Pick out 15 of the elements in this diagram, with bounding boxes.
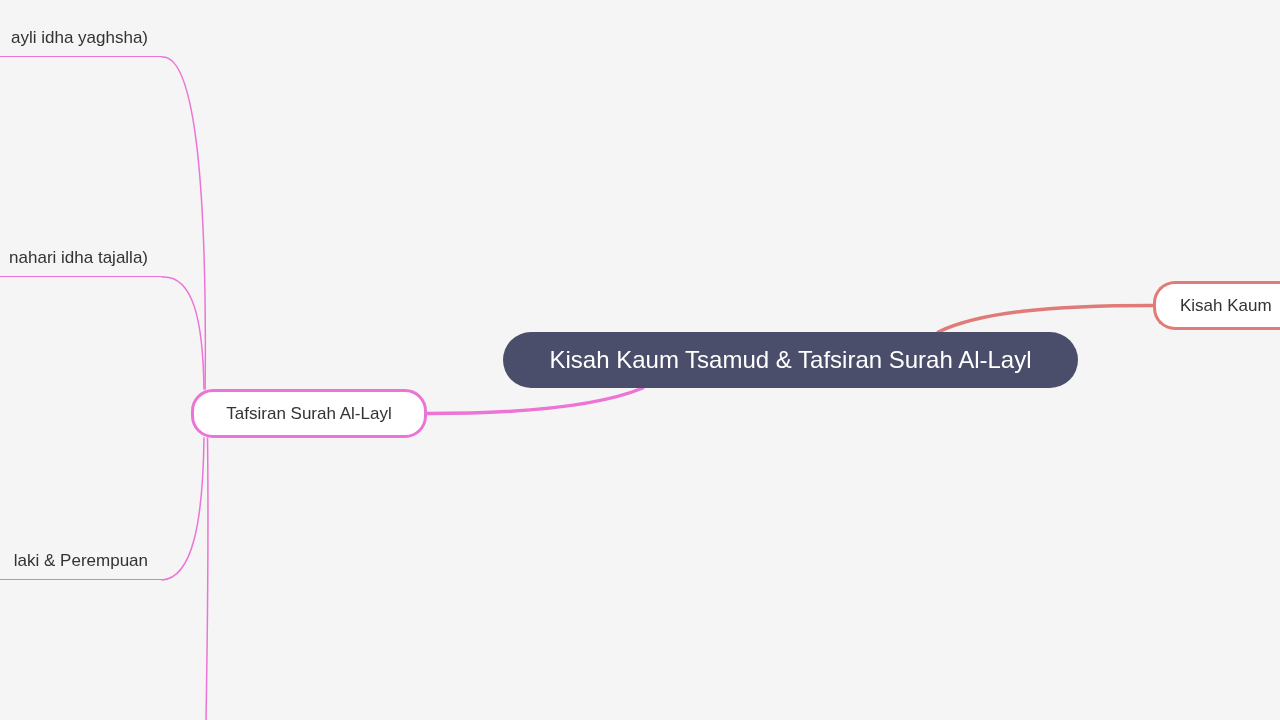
- connector-line: [205, 437, 209, 720]
- topic-node: [191, 389, 427, 438]
- subtopic-text: laki & Perempuan: [13, 551, 148, 571]
- connector-line: [161, 276, 205, 390]
- topic-text: Kisah Kaum: [1180, 295, 1272, 316]
- central-topic-text: Kisah Kaum Tsamud & Tafsiran Surah Al-Layl: [549, 346, 1032, 374]
- connector-line: [161, 437, 205, 581]
- central-topic: [503, 332, 1078, 388]
- topic-text: Tafsiran Surah Al-Layl: [226, 403, 392, 424]
- connector-line: [161, 56, 207, 390]
- connector-line: [936, 303, 1155, 334]
- connector-line: [425, 386, 645, 416]
- subtopic-text: nahari idha tajalla): [9, 248, 148, 268]
- topic-node: [1153, 281, 1280, 330]
- subtopic-text: ayli idha yaghsha): [10, 28, 148, 48]
